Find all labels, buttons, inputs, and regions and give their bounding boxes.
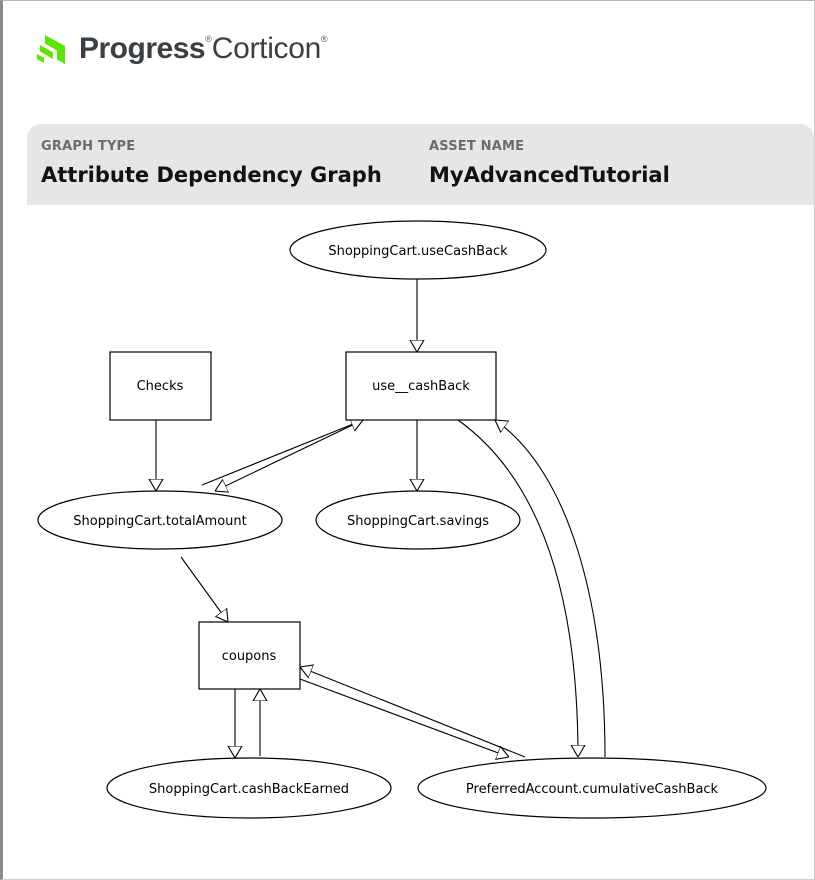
edge-totalamount-to-coupons — [180, 556, 228, 622]
node-usecashback-label: ShoppingCart.useCashBack — [328, 244, 508, 259]
node-use-cashback-shape — [345, 351, 497, 421]
graph-edges — [156, 274, 606, 758]
graph-type-section: GRAPH TYPE Attribute Dependency Graph — [41, 139, 382, 187]
dependency-graph: ShoppingCart.useCashBack Checks use__cas… — [37, 220, 767, 819]
edge-use-cashback-to-totalamount — [215, 419, 364, 491]
node-checks-label: Checks — [137, 379, 184, 394]
graph-info-panel: GRAPH TYPE Attribute Dependency Graph AS… — [27, 124, 814, 205]
node-coupons-shape — [198, 621, 301, 690]
node-savings-shape — [315, 490, 521, 550]
edge-use-cashback-to-cumulativecashback — [457, 419, 578, 757]
edge-coupons-to-cumulativecashback — [299, 678, 509, 757]
node-totalamount-shape — [37, 490, 283, 550]
edge-cumulativecashback-to-coupons — [300, 667, 526, 758]
node-savings-label: ShoppingCart.savings — [347, 514, 489, 529]
logo-reg-mark: ® — [205, 34, 212, 44]
logo-product-text: Corticon — [211, 32, 322, 65]
node-coupons: coupons — [198, 621, 301, 690]
node-cashbackearned: ShoppingCart.cashBackEarned — [106, 757, 392, 819]
node-checks: Checks — [109, 351, 212, 421]
progress-corticon-logo: Progress®Corticon® — [35, 29, 328, 69]
node-cumulativecashback-shape — [417, 757, 767, 819]
asset-name-heading: ASSET NAME — [429, 139, 525, 154]
graph-type-heading: GRAPH TYPE — [41, 139, 136, 154]
node-totalamount-label: ShoppingCart.totalAmount — [73, 514, 246, 529]
node-use-cashback: use__cashBack — [345, 351, 497, 421]
progress-logo-icon — [37, 35, 65, 64]
node-usecashback-shape — [289, 220, 547, 280]
node-use-cashback-label: use__cashBack — [372, 379, 470, 394]
node-cashbackearned-shape — [106, 757, 392, 819]
node-coupons-label: coupons — [222, 649, 277, 664]
node-totalamount: ShoppingCart.totalAmount — [37, 490, 283, 550]
node-savings: ShoppingCart.savings — [315, 490, 521, 550]
node-checks-shape — [109, 351, 212, 421]
logo-brand-text: Progress — [79, 32, 206, 65]
logo-reg-mark-2: ® — [321, 34, 328, 44]
edge-totalamount-to-use-cashback — [201, 420, 363, 486]
graph-type-value: Attribute Dependency Graph — [41, 163, 382, 187]
asset-name-section: ASSET NAME MyAdvancedTutorial — [429, 139, 670, 187]
node-cumulativecashback-label: PreferredAccount.cumulativeCashBack — [466, 782, 719, 797]
node-usecashback: ShoppingCart.useCashBack — [289, 220, 547, 280]
graph-nodes: ShoppingCart.useCashBack Checks use__cas… — [37, 220, 767, 819]
node-cumulativecashback: PreferredAccount.cumulativeCashBack — [417, 757, 767, 819]
asset-name-value: MyAdvancedTutorial — [429, 163, 670, 187]
node-cashbackearned-label: ShoppingCart.cashBackEarned — [149, 782, 349, 797]
edge-cumulativecashback-to-use-cashback — [495, 420, 606, 758]
